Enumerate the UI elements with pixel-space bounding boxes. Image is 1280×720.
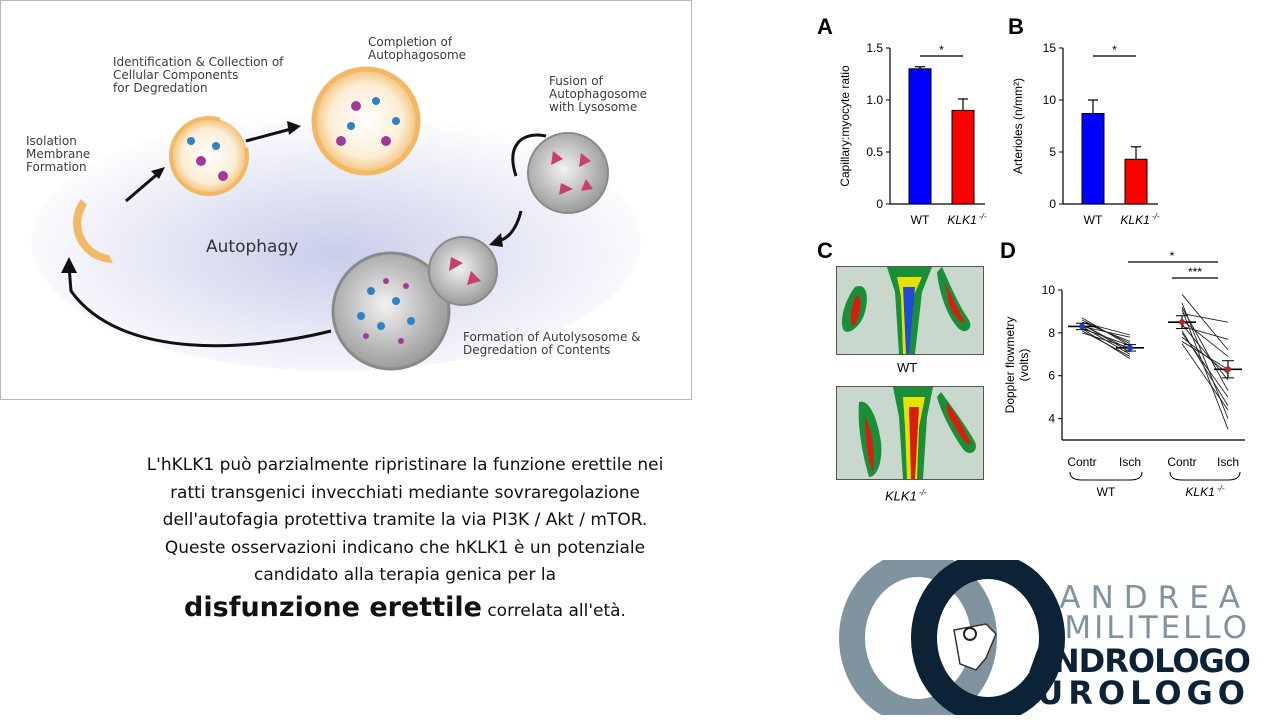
panel-b-tick-label: 0 [1049,197,1056,211]
panel-b-xlabel-wt: WT [1084,213,1103,227]
label-completion: Completion of Autophagosome [368,35,467,62]
panel-d-ko-line [1181,323,1229,381]
autolysosome [331,251,451,371]
label-identification: Identification & Collection of Cellular … [113,55,284,95]
body-line-4: Queste osservazioni indicano che hKLK1 è… [164,537,646,558]
panel-d-category-2: Contr [1167,455,1196,469]
panel-d-ko-line [1181,343,1229,411]
panel-d-sig-label-2: *** [1188,265,1202,279]
body-line-5: candidato alla terapia genica per la [254,565,556,585]
panel-b-tick-label: 5 [1049,145,1056,159]
panel-d-tick-label: 4 [1048,412,1055,426]
panel-d-sig-label-1: * [1170,250,1175,263]
panel-d-mean-point-3 [1225,366,1231,373]
lysosome [527,132,609,214]
panel-d-tick-label: 8 [1048,326,1055,340]
arrow-5 [67,265,332,348]
autophagosome [311,66,421,176]
arrow-2 [245,127,292,143]
panel-d-wt-line [1081,332,1131,349]
panel-b-tick-label: 10 [1043,93,1057,107]
panel-d-letter: D [1000,238,1016,263]
panel-a-letter: A [817,14,833,39]
panel-d-wt-line [1081,328,1131,359]
body-line-3: dell'autofagia protettiva tramite la via… [162,510,648,530]
logo-line-militello: MILITELLO [1064,610,1250,646]
panel-d-mean-point-2 [1179,319,1185,326]
body-line-6: disfunzione erettile correlata all'età. [100,591,710,626]
panel-a-bar-1 [951,109,975,205]
autophagy-illustration [31,66,641,371]
panel-a-sig-label: * [939,43,944,57]
logo-line-andrea: ANDREA [1059,580,1250,616]
panel-d-group-wt: WT [1097,485,1116,499]
panel-d-ko-line [1181,325,1229,340]
panel-c-wt-label: WT [897,360,918,375]
panel-b-ylabel: Arterioles (n/mm²) [1011,78,1025,174]
panel-b-bar-1 [1124,158,1148,205]
logo-line-andrologo: ANDROLOGO [1029,642,1251,680]
panel-a-bar-0 [908,68,932,205]
panel-a-tick-label: 0 [876,197,883,211]
label-formation: Formation of Autolysosome & Degredation … [463,330,641,357]
panel-a-xlabel-ko: KLK1 -/- [947,212,986,227]
panel-b-xlabel-ko: KLK1 -/- [1120,212,1159,227]
autophagy-title: Autophagy [206,237,299,257]
panel-a-xlabel-wt: WT [911,213,930,227]
logo: ANDREA MILITELLO ANDROLOGO UROLOGO [836,551,1256,720]
phagophore [169,116,249,196]
doppler-image-ko [836,386,984,480]
panel-d-ko-line [1181,313,1229,323]
panel-d-category-3: Isch [1217,455,1239,469]
panel-d-ko-line [1181,309,1229,430]
panel-d-ko-line [1181,306,1229,391]
panel-d-ko-line [1181,341,1229,370]
body-tail: correlata all'età. [481,600,626,621]
panel-d-ko-line [1181,319,1229,357]
panel-b-sig-label: * [1112,43,1117,57]
panel-d-mean-point-0 [1079,323,1085,330]
panel-a-tick-label: 0.5 [866,145,883,159]
panel-b-tick-label: 15 [1043,41,1057,55]
panel-d-ylabel: Doppler flowmetry(volts) [1003,317,1031,414]
panel-b-letter: B [1008,14,1024,39]
panel-b-bar-0 [1081,113,1105,205]
panel-d-ko-line [1181,293,1229,351]
panel-d-tick-label: 6 [1048,369,1055,383]
label-fusion: Fusion of Autophagosome with Lysosome [549,74,648,114]
panel-d-category-1: Isch [1119,455,1141,469]
panel-d-wt-line [1081,328,1131,347]
isolation-membrane-shape [73,199,113,263]
panel-d-category-0: Contr [1067,455,1096,469]
panel-d-brace-ko [1169,471,1241,481]
panel-d-brace-wt [1069,471,1143,481]
panel-a-tick-label: 1.0 [866,93,883,107]
panel-d-group-ko: KLK1 -/- [1185,484,1224,499]
panel-d-tick-label: 10 [1042,283,1056,297]
arrow-1 [125,169,162,203]
panel-a-ylabel: Capillary:myocyte ratio [838,65,852,187]
autophagy-diagram: Isolation Membrane Formation Identificat… [0,0,692,400]
doppler-image-wt [836,266,984,355]
logo-line-urologo: UROLOGO [1037,674,1250,712]
logo-mark [839,551,1065,720]
panel-a-chart: 0 0.5 1.0 1.5WT KLK1 -/- * Capillary:myocyte r… [838,41,987,227]
label-isolation: Isolation Membrane Formation [26,134,91,174]
panel-d-wt-line [1081,317,1131,347]
panel-c-ko-label: KLK1 -/- [885,488,927,504]
body-text: L'hKLK1 può parzialmente ripristinare la… [100,452,710,625]
panel-d-wt-line [1081,321,1131,336]
panel-c-letter: C [817,238,833,263]
body-line-1: L'hKLK1 può parzialmente ripristinare la… [146,455,664,475]
body-emphasis: disfunzione erettile [184,591,482,623]
arrow-3 [511,133,547,177]
panel-d-mean-point-1 [1127,344,1133,351]
body-line-2: ratti transgenici invecchiati mediante s… [170,482,640,503]
panel-a-tick-label: 1.5 [866,41,883,55]
